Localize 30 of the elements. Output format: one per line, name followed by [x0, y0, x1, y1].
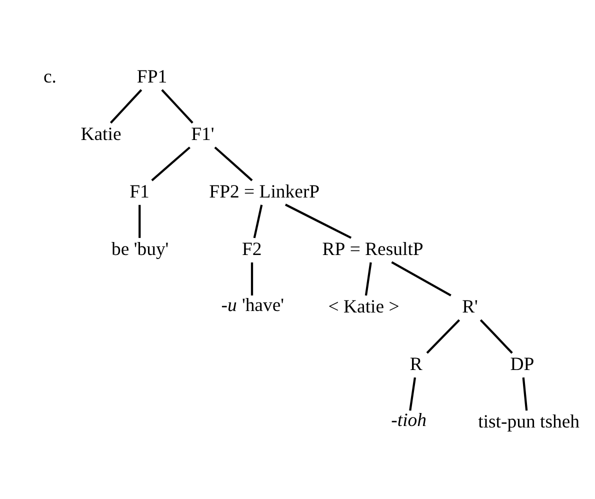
connector	[253, 204, 263, 238]
connector	[391, 260, 452, 296]
connector	[250, 262, 254, 295]
node-text: tist-pun tsheh	[478, 411, 580, 432]
node-text: F1	[130, 180, 150, 202]
connector	[522, 376, 528, 410]
connector	[364, 262, 372, 296]
connector	[151, 146, 190, 181]
node-text: RP = ResultP	[322, 238, 424, 260]
node-text: R'	[462, 296, 478, 317]
connector	[214, 146, 253, 181]
label: c.	[43, 66, 56, 87]
connector	[138, 204, 141, 238]
node-text: R	[410, 354, 422, 375]
node-text: FP2 = LinkerP	[209, 180, 320, 202]
connector	[426, 318, 460, 354]
node-text: < Katie >	[328, 296, 400, 317]
node-text: -u 'have'	[221, 294, 284, 316]
node-text: be 'buy'	[112, 238, 169, 260]
connector	[110, 88, 142, 124]
node-text: -tioh	[391, 410, 427, 431]
node-text: F1'	[191, 123, 214, 144]
connector	[409, 376, 416, 410]
connector	[480, 318, 513, 354]
connector	[284, 203, 352, 238]
node-text: Katie	[80, 123, 122, 144]
node-text: F2	[242, 238, 262, 260]
node-text: FP1	[136, 66, 168, 87]
node-text: DP	[510, 354, 534, 375]
connector	[161, 88, 194, 124]
